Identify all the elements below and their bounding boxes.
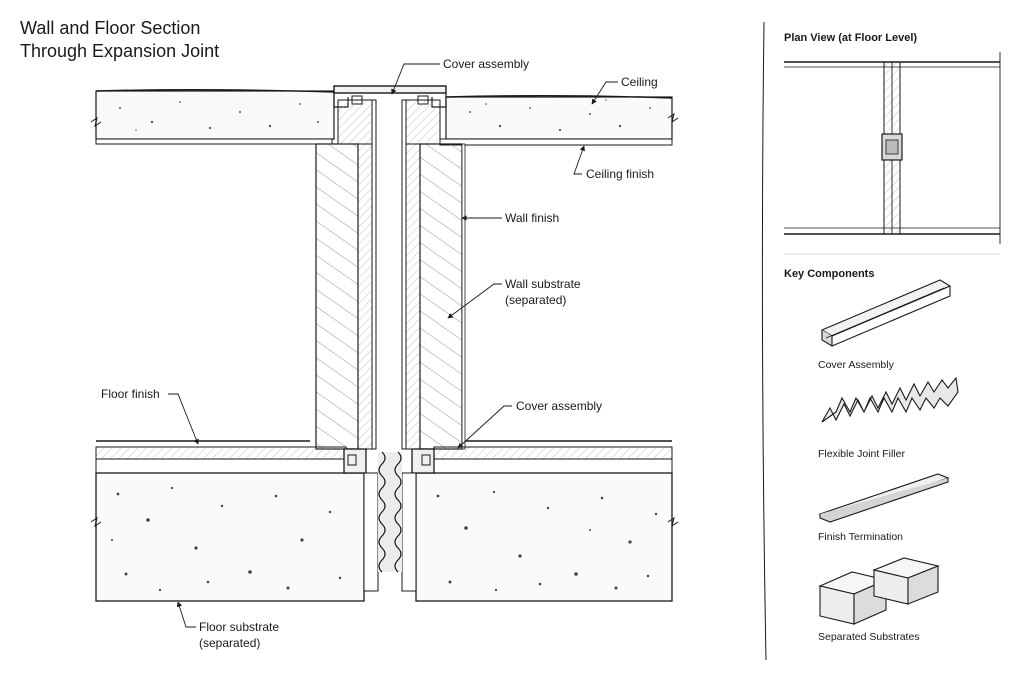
upper-wall-cap-left [337, 99, 373, 145]
joint-filler [378, 451, 402, 573]
label-wall-substrate-line1: Wall substrate [505, 277, 581, 291]
label-floor-substrate-line1: Floor substrate [199, 620, 279, 634]
label-floor-substrate-line2: (separated) [199, 636, 260, 650]
plan-view-title: Plan View (at Floor Level) [784, 32, 917, 44]
label-ceiling-finish: Ceiling finish [586, 167, 654, 181]
joint-filler-icon [821, 376, 959, 423]
key-item-label: Flexible Joint Filler [818, 448, 905, 460]
title-line-1: Wall and Floor Section [20, 18, 200, 38]
label-wall-finish: Wall finish [505, 211, 559, 225]
key-components-title: Key Components [784, 268, 874, 280]
upper-wall-cap-right [405, 99, 441, 145]
finish-termination-icon [818, 473, 950, 523]
title-line-2: Through Expansion Joint [20, 41, 219, 61]
key-item-label: Separated Substrates [818, 631, 920, 643]
label-wall-substrate-line2: (separated) [505, 293, 566, 307]
key-item-label: Cover Assembly [818, 359, 895, 371]
label-floor-finish: Floor finish [101, 387, 160, 401]
callouts: Cover assembly Ceiling Ceiling finish Wa… [101, 57, 658, 650]
key-item-label: Finish Termination [818, 531, 903, 543]
label-cover-assembly-top: Cover assembly [443, 57, 529, 71]
ceiling-finish-strip-left [95, 138, 333, 145]
ceiling-speckle [119, 99, 651, 132]
ceiling-finish-strip [439, 138, 673, 146]
floor-cover-assembly [343, 448, 435, 592]
wall-left [315, 99, 377, 450]
label-cover-assembly-bottom: Cover assembly [516, 399, 602, 413]
cover-assembly-icon [820, 279, 952, 347]
ceiling-slab [90, 89, 679, 140]
label-ceiling: Ceiling [621, 75, 658, 89]
panel-divider [761, 21, 767, 661]
floor-finish-layers [95, 440, 673, 474]
substrates-icon [818, 557, 940, 625]
floor-speckle [111, 486, 658, 592]
wall-right [401, 99, 466, 450]
plan-view [784, 52, 1001, 255]
floor-substrate [90, 472, 679, 602]
